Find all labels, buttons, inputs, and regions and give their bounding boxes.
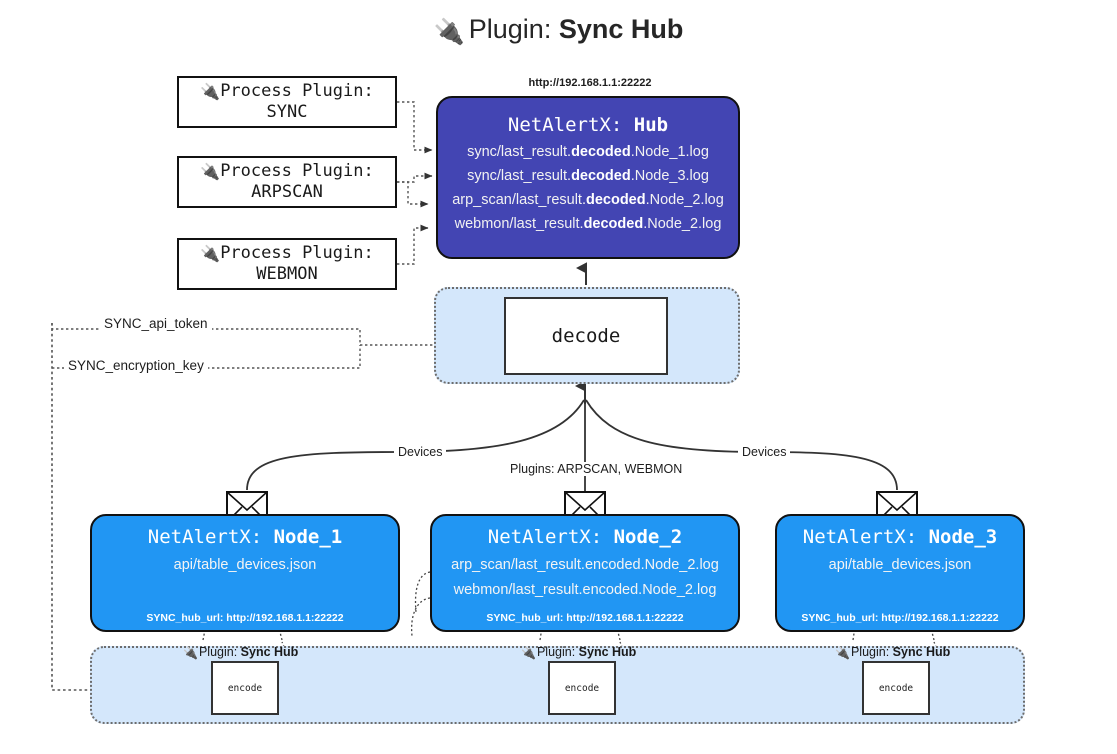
process-plugin-name: WEBMON <box>256 264 318 285</box>
node-line: api/table_devices.json <box>173 557 317 573</box>
plug-icon: 🔌 <box>200 82 221 101</box>
encode-plugin-label-2: 🔌Plugin: Sync Hub <box>521 645 637 660</box>
sync-api-token-label: SYNC_api_token <box>100 316 212 331</box>
plug-icon: 🔌 <box>433 18 465 46</box>
encode-box-node-1[interactable]: encode <box>211 661 279 715</box>
process-plugin-label: Process Plugin: <box>220 81 374 101</box>
process-plugin-label: Process Plugin: <box>220 161 374 181</box>
plug-icon: 🔌 <box>521 646 536 660</box>
node-title: NetAlertX: Node_3 <box>777 526 1023 548</box>
node-hub-url: SYNC_hub_url: http://192.168.1.1:22222 <box>146 612 344 624</box>
node-title: NetAlertX: Node_2 <box>432 526 738 548</box>
encode-box-node-3[interactable]: encode <box>862 661 930 715</box>
hub-app-name: NetAlertX: <box>507 114 634 136</box>
hub-name: Hub <box>633 114 669 136</box>
page-title-name: Sync Hub <box>558 14 684 44</box>
edge-label-devices-left: Devices <box>394 445 447 459</box>
sync-encryption-key-label: SYNC_encryption_key <box>64 358 208 373</box>
plug-icon: 🔌 <box>200 162 221 181</box>
node-line: arp_scan/last_result.encoded.Node_2.log <box>451 557 719 573</box>
hub-log-line: sync/last_result.decoded.Node_3.log <box>467 168 709 184</box>
process-plugin-name: ARPSCAN <box>251 182 323 203</box>
process-plugin-label: Process Plugin: <box>220 243 374 263</box>
hub-log-line: arp_scan/last_result.decoded.Node_2.log <box>452 192 724 208</box>
encode-box-node-2[interactable]: encode <box>548 661 616 715</box>
edge-label-plugins-center: Plugins: ARPSCAN, WEBMON <box>506 462 687 476</box>
process-plugin-box-webmon[interactable]: 🔌Process Plugin: WEBMON <box>177 238 397 290</box>
node-line: webmon/last_result.encoded.Node_2.log <box>453 582 717 598</box>
node-box-node-3[interactable]: NetAlertX: Node_3 api/table_devices.json… <box>775 514 1025 632</box>
node-app-name: NetAlertX: <box>487 526 614 548</box>
process-plugin-name: SYNC <box>266 102 308 123</box>
page-title: 🔌Plugin: Sync Hub <box>0 14 1117 47</box>
node-name: Node_3 <box>928 526 998 548</box>
hub-log-line: sync/last_result.decoded.Node_1.log <box>467 144 709 160</box>
plug-icon: 🔌 <box>200 244 221 263</box>
process-plugin-box-arpscan[interactable]: 🔌Process Plugin: ARPSCAN <box>177 156 397 208</box>
encode-plugin-label-1: 🔌Plugin: Sync Hub <box>183 645 299 660</box>
node-app-name: NetAlertX: <box>802 526 929 548</box>
hub-node-box[interactable]: NetAlertX: Hub sync/last_result.decoded.… <box>436 96 740 259</box>
hub-log-line: webmon/last_result.decoded.Node_2.log <box>454 216 722 232</box>
node-hub-url: SYNC_hub_url: http://192.168.1.1:22222 <box>801 612 999 624</box>
node-title: NetAlertX: Node_1 <box>92 526 398 548</box>
process-plugin-box-sync[interactable]: 🔌Process Plugin: SYNC <box>177 76 397 128</box>
node-name: Node_1 <box>273 526 343 548</box>
node-line: api/table_devices.json <box>828 557 972 573</box>
page-title-prefix: Plugin: <box>468 14 559 44</box>
node-box-node-2[interactable]: NetAlertX: Node_2 arp_scan/last_result.e… <box>430 514 740 632</box>
node-hub-url: SYNC_hub_url: http://192.168.1.1:22222 <box>486 612 684 624</box>
node-app-name: NetAlertX: <box>147 526 274 548</box>
node-box-node-1[interactable]: NetAlertX: Node_1 api/table_devices.json… <box>90 514 400 632</box>
plug-icon: 🔌 <box>835 646 850 660</box>
decode-box[interactable]: decode <box>504 297 668 375</box>
edge-label-devices-right: Devices <box>738 445 791 459</box>
hub-title: NetAlertX: Hub <box>438 114 738 136</box>
node-name: Node_2 <box>613 526 683 548</box>
encode-plugin-label-3: 🔌Plugin: Sync Hub <box>835 645 951 660</box>
plug-icon: 🔌 <box>183 646 198 660</box>
hub-url-label: http://192.168.1.1:22222 <box>528 77 652 89</box>
